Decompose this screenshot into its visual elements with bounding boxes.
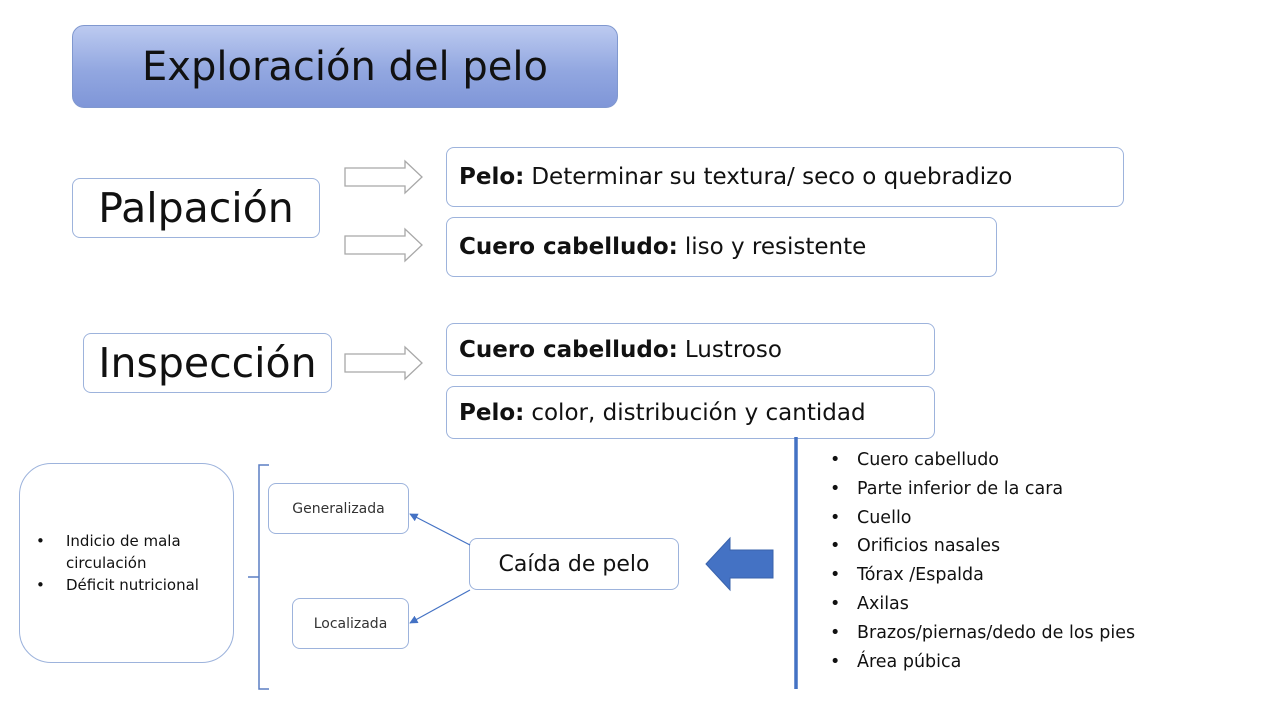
inspeccion-box: Inspección xyxy=(83,333,332,393)
palpacion-box: Palpación xyxy=(72,178,320,238)
connector-arrow-generalizada xyxy=(409,513,471,546)
inspeccion-item-cuero: Cuero cabelludo: Lustroso xyxy=(446,323,935,376)
item-text: color, distribución y cantidad xyxy=(531,399,866,426)
outline-arrow-icon xyxy=(344,159,423,195)
diagram-title: Exploración del pelo xyxy=(72,25,618,108)
cause-item: Indicio de mala circulación xyxy=(36,530,233,574)
left-arrow-icon xyxy=(705,536,774,592)
item-text: Lustroso xyxy=(684,336,782,363)
caida-de-pelo-box: Caída de pelo xyxy=(469,538,679,590)
location-item: Axilas xyxy=(830,590,1135,619)
connector-arrow-localizada xyxy=(409,589,471,624)
locations-list: Cuero cabelludo Parte inferior de la car… xyxy=(830,446,1135,676)
item-term: Cuero cabelludo: xyxy=(459,336,678,363)
location-item: Parte inferior de la cara xyxy=(830,475,1135,504)
item-term: Pelo: xyxy=(459,164,525,190)
location-item: Tórax /Espalda xyxy=(830,561,1135,590)
location-item: Área púbica xyxy=(830,648,1135,677)
item-term: Cuero cabelludo: xyxy=(459,234,678,260)
bracket-icon xyxy=(248,464,269,690)
outline-arrow-icon xyxy=(344,345,423,381)
location-item: Orificios nasales xyxy=(830,532,1135,561)
palpacion-item-pelo: Pelo: Determinar su textura/ seco o queb… xyxy=(446,147,1124,207)
type-localizada: Localizada xyxy=(292,598,409,649)
causes-panel: Indicio de mala circulación Déficit nutr… xyxy=(19,463,234,663)
palpacion-item-cuero: Cuero cabelludo: liso y resistente xyxy=(446,217,997,277)
item-text: liso y resistente xyxy=(684,234,867,260)
cause-item: Déficit nutricional xyxy=(36,574,233,596)
location-item: Cuello xyxy=(830,504,1135,533)
item-text: Determinar su textura/ seco o quebradizo xyxy=(531,164,1013,190)
location-item: Cuero cabelludo xyxy=(830,446,1135,475)
location-item: Brazos/piernas/dedo de los pies xyxy=(830,619,1135,648)
type-generalizada: Generalizada xyxy=(268,483,409,534)
outline-arrow-icon xyxy=(344,227,423,263)
item-term: Pelo: xyxy=(459,399,525,426)
causes-list: Indicio de mala circulación Déficit nutr… xyxy=(20,530,233,596)
inspeccion-item-pelo: Pelo: color, distribución y cantidad xyxy=(446,386,935,439)
